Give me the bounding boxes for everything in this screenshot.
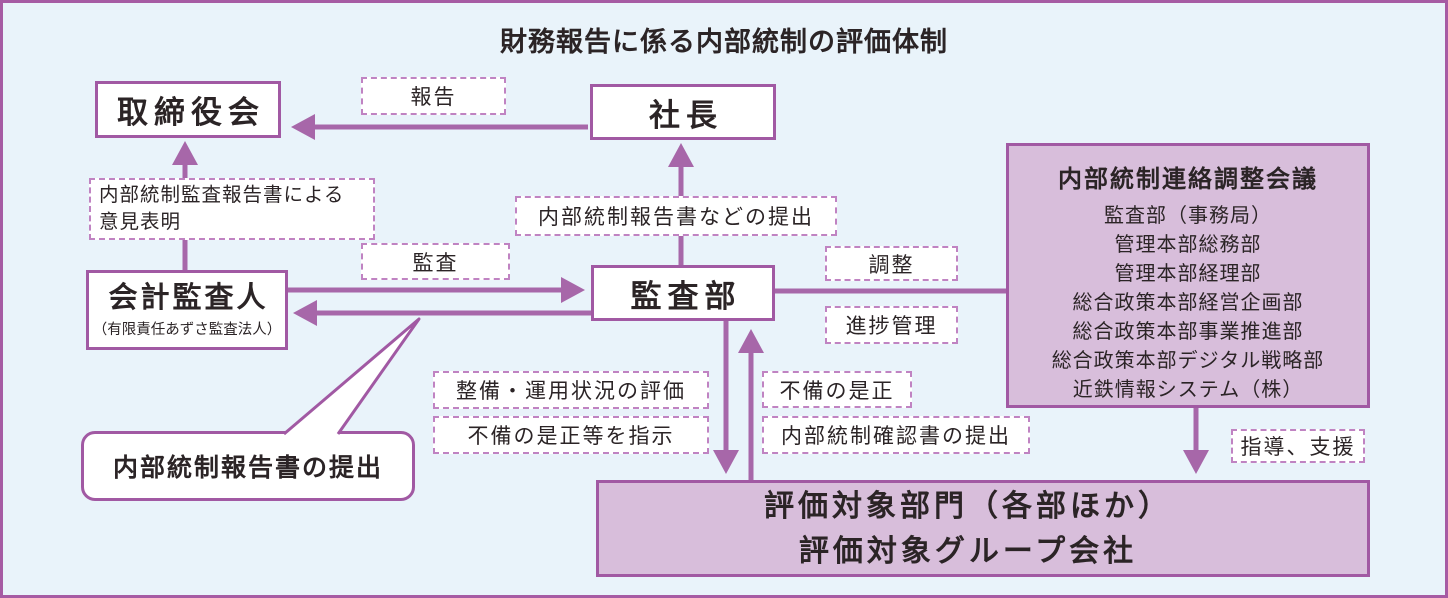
report-tag: 報告 [361,77,506,115]
audit-department-box: 監査部 [591,265,775,321]
liaison-member: 監査部（事務局） [1104,205,1272,227]
accounting-auditor-box: 会計監査人 （有限責任あずさ監査法人） [86,270,288,350]
evaluation-target-line: 評価対象グループ会社 [798,534,1138,568]
arrow-auditdept-to-target [713,321,739,474]
liaison-member: 総合政策本部経営企画部 [1072,292,1304,314]
liaison-member: 総合政策本部事業推進部 [1072,321,1304,343]
instruct-correction-tag: 不備の是正等を指示 [433,416,709,454]
arrow-president-to-board [291,114,588,140]
arrow-liaison-to-target [1183,408,1209,474]
evaluation-target-line: 評価対象部門（各部ほか） [764,489,1172,523]
evaluation-target-box: 評価対象部門（各部ほか） 評価対象グループ会社 [596,480,1370,577]
opinion-line2: 意見表明 [99,211,182,233]
diagram-title: 財務報告に係る内部統制の評価体制 [500,27,948,57]
progress-tag: 進捗管理 [825,306,958,344]
submit-internal-control-report-callout: 内部統制報告書の提出 [81,431,415,501]
correction-tag: 不備の是正 [762,371,912,408]
opinion-line1: 内部統制監査報告書による [99,183,345,206]
audit-department-label: 監査部 [630,278,742,314]
liaison-member: 総合政策本部デジタル戦略部 [1051,350,1325,372]
evaluation-status-tag: 整備・運用状況の評価 [433,371,709,409]
guidance-tag: 指導、支援 [1231,429,1365,463]
coordination-tag: 調整 [825,246,958,281]
liaison-member: 近鉄情報システム（株） [1072,379,1304,401]
arrow-target-to-auditdept [738,329,764,480]
arrow-auditor-to-auditdept [288,277,585,303]
president-box: 社長 [590,84,776,140]
accounting-auditor-sublabel: （有限責任あずさ監査法人） [92,321,282,338]
liaison-meeting-title: 内部統制連絡調整会議 [1058,166,1318,193]
confirmation-tag: 内部統制確認書の提出 [762,416,1030,454]
submit-reports-tag: 内部統制報告書などの提出 [515,196,837,236]
liaison-member: 管理本部総務部 [1114,234,1262,256]
board-label: 取締役会 [117,95,265,130]
president-label: 社長 [649,97,723,133]
board-box: 取締役会 [95,81,281,138]
liaison-meeting-box: 内部統制連絡調整会議 監査部（事務局） 管理本部総務部 管理本部経理部 総合政策… [1006,143,1370,408]
audit-tag: 監査 [361,243,510,280]
liaison-member: 管理本部経理部 [1114,263,1262,285]
accounting-auditor-label: 会計監査人 [108,282,269,315]
arrow-auditdept-to-auditor [293,300,591,326]
opinion-tag: 内部統制監査報告書による 意見表明 [89,178,375,240]
